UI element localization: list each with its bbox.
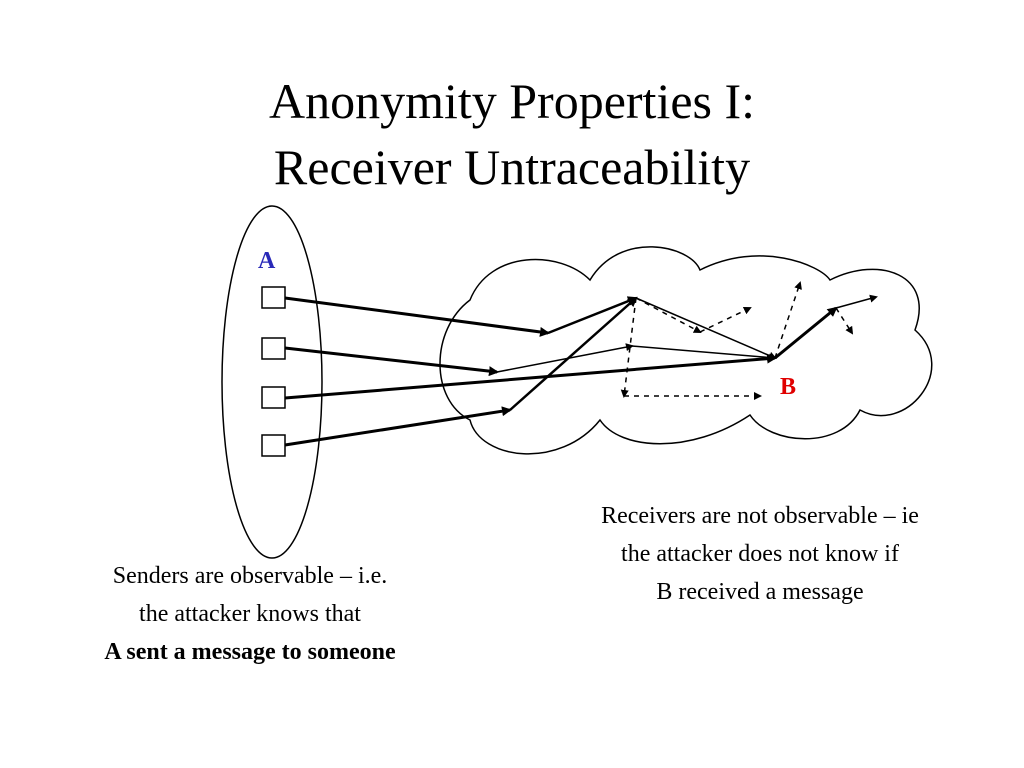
senders-caption-line-2: the attacker knows that: [139, 601, 361, 627]
arrow-sender-3: [284, 353, 777, 400]
sender-label-a: A: [258, 248, 276, 274]
receivers-caption-line-1: Receivers are not observable – ie: [601, 503, 919, 529]
dashed-hops: [620, 281, 854, 400]
sender-box-2: [261, 337, 286, 360]
senders-caption: Senders are observable – i.e. the attack…: [20, 557, 480, 671]
sender-box-3: [261, 386, 286, 409]
senders-caption-line-3: A sent a message to someone: [104, 639, 396, 665]
arrow-sender-2: [284, 346, 499, 377]
sender-arrows: [284, 296, 777, 447]
arrow-sender-1: [284, 296, 550, 337]
sender-box-4: [261, 434, 286, 457]
receivers-caption: Receivers are not observable – ie the at…: [520, 497, 1000, 611]
receivers-caption-line-2: the attacker does not know if: [621, 541, 899, 567]
receiver-label-b: B: [780, 374, 796, 400]
sender-box-1: [261, 286, 286, 309]
arrow-sender-4: [284, 406, 512, 447]
receivers-caption-line-3: B received a message: [656, 579, 864, 605]
senders-caption-line-1: Senders are observable – i.e.: [112, 563, 388, 589]
title-line-1: Anonymity Properties I:: [268, 73, 756, 129]
internal-hops: [496, 294, 878, 411]
slide-title: Anonymity Properties I: Receiver Untrace…: [0, 68, 1024, 200]
network-cloud: [439, 246, 933, 455]
title-line-2: Receiver Untraceability: [273, 139, 751, 195]
sender-group-ellipse: [221, 205, 323, 559]
